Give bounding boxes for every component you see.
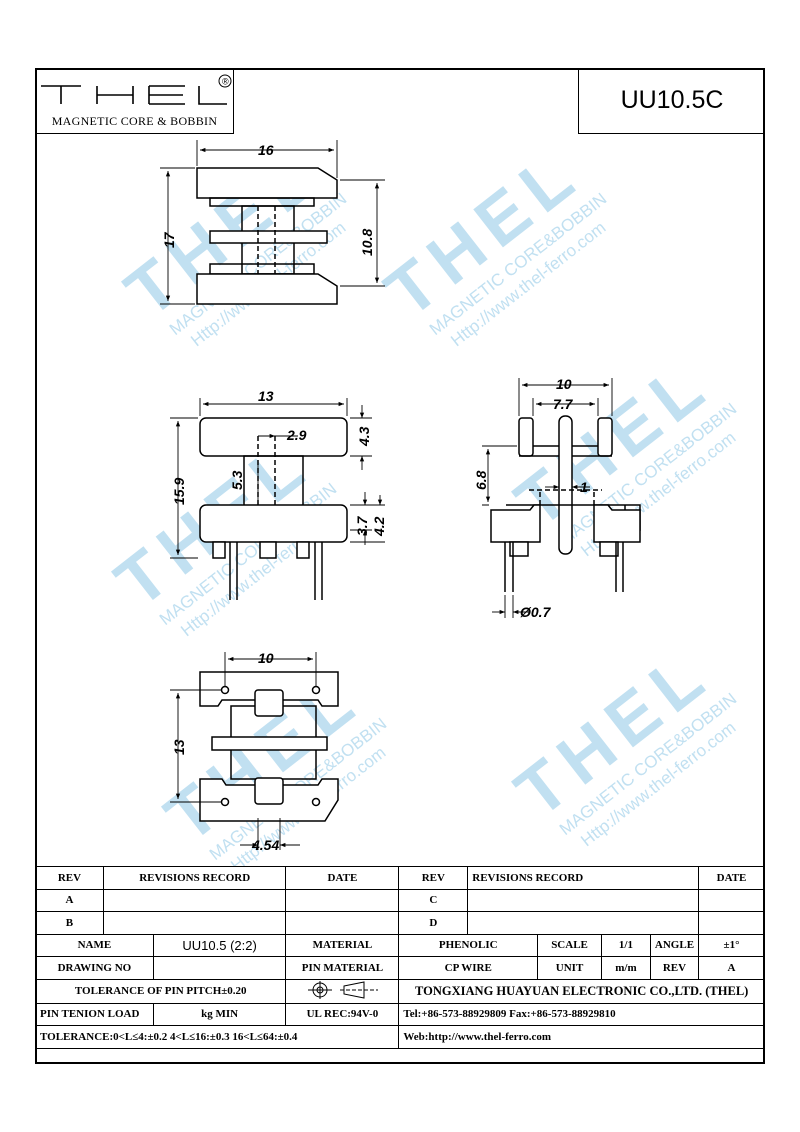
dim-bottom-center: 4.54 xyxy=(251,837,279,853)
rev-a: A xyxy=(35,888,104,912)
bottom-view xyxy=(199,671,339,822)
rev-header: REV xyxy=(35,866,104,890)
third-angle-projection-icon xyxy=(308,980,379,999)
scale-label: SCALE xyxy=(537,933,602,957)
dim-top-width: 16 xyxy=(258,142,274,158)
pin-material-label: PIN MATERIAL xyxy=(285,956,400,980)
revisions-record-header: REVISIONS RECORD xyxy=(467,866,700,890)
dim-bottom-pitch-y: 13 xyxy=(171,739,187,755)
company-name: TONGXIANG HUAYUAN ELECTRONIC CO.,LTD. (T… xyxy=(398,978,765,1004)
name-value: UU10.5 (2:2) xyxy=(152,933,287,957)
front-view-dims xyxy=(170,398,385,559)
general-tolerance: TOLERANCE:0<L≤4:±0.2 4<L≤16:±0.3 16<L≤64… xyxy=(34,1025,400,1049)
angle-label: ANGLE xyxy=(649,933,700,957)
angle-value: ±1° xyxy=(698,933,765,957)
dim-top-inner-height: 10.8 xyxy=(359,229,375,256)
dim-side-inner-width: 7.7 xyxy=(553,396,574,412)
dim-front-slot-width: 2.9 xyxy=(286,427,307,443)
rev-label: REV xyxy=(649,956,700,980)
dim-front-base-a: 3.7 xyxy=(354,515,370,536)
tolerance-pin-pitch: TOLERANCE OF PIN PITCH±0.20 xyxy=(34,978,287,1004)
thel-wordmark-icon: ® xyxy=(41,74,232,105)
dim-front-width: 13 xyxy=(258,388,274,404)
pin-material-value: CP WIRE xyxy=(398,956,539,980)
dim-front-slot-height: 5.3 xyxy=(229,470,245,490)
unit-label: UNIT xyxy=(537,956,602,980)
dim-front-base-b: 4.2 xyxy=(371,516,387,537)
side-view-dims xyxy=(482,378,613,618)
name-label: NAME xyxy=(35,933,154,957)
dim-side-wall: 1 xyxy=(580,479,588,495)
scale-value: 1/1 xyxy=(601,933,651,957)
dim-bottom-pitch-x: 10 xyxy=(258,650,274,666)
rev-c: C xyxy=(398,888,469,912)
dim-front-height: 15.9 xyxy=(171,478,187,505)
revisions-record-header: REVISIONS RECORD xyxy=(102,866,287,890)
top-view xyxy=(196,167,338,305)
dim-side-width: 10 xyxy=(556,376,572,392)
dim-top-height: 17 xyxy=(161,231,177,248)
date-header: DATE xyxy=(285,866,400,890)
rev-d: D xyxy=(398,911,469,935)
rev-b: B xyxy=(35,911,104,935)
date-header: DATE xyxy=(698,866,765,890)
rev-value: A xyxy=(698,956,765,980)
title-block: REV REVISIONS RECORD DATE REV REVISIONS … xyxy=(34,866,765,1049)
dim-front-flange: 4.3 xyxy=(356,426,372,447)
drawing-sheet xyxy=(35,68,765,1064)
dim-side-pin-dia: Ø0.7 xyxy=(520,604,552,620)
technical-drawing: THEL MAGNETIC CORE&BOBBIN Http://www.the… xyxy=(101,133,740,866)
pin-tension-label: PIN TENION LOAD xyxy=(35,1002,154,1026)
side-view xyxy=(490,415,641,592)
material-label: MATERIAL xyxy=(285,933,400,957)
ul-rec: UL REC:94V-0 xyxy=(285,1002,400,1026)
company-website: Web:http://www.thel-ferro.com xyxy=(398,1025,765,1049)
part-number: UU10.5C xyxy=(578,68,765,134)
top-view-dims xyxy=(160,140,385,305)
company-phone-fax: Tel:+86-573-88929809 Fax:+86-573-8892981… xyxy=(398,1002,765,1026)
drawing-no-label: DRAWING NO xyxy=(35,956,154,980)
unit-value: m/m xyxy=(601,956,651,980)
bottom-view-dims xyxy=(170,652,317,850)
watermark-group: THEL MAGNETIC CORE&BOBBIN Http://www.the… xyxy=(101,133,740,866)
dim-side-height: 6.8 xyxy=(473,470,489,490)
registered-mark: ® xyxy=(222,77,229,87)
thel-logo: ® MAGNETIC CORE & BOBBIN xyxy=(35,68,234,134)
pin-tension-unit: kg MIN xyxy=(152,1002,287,1026)
logo-subtitle: MAGNETIC CORE & BOBBIN xyxy=(51,114,218,128)
projection-symbol xyxy=(285,978,400,1004)
material-value: PHENOLIC xyxy=(398,933,539,957)
rev-header: REV xyxy=(398,866,469,890)
